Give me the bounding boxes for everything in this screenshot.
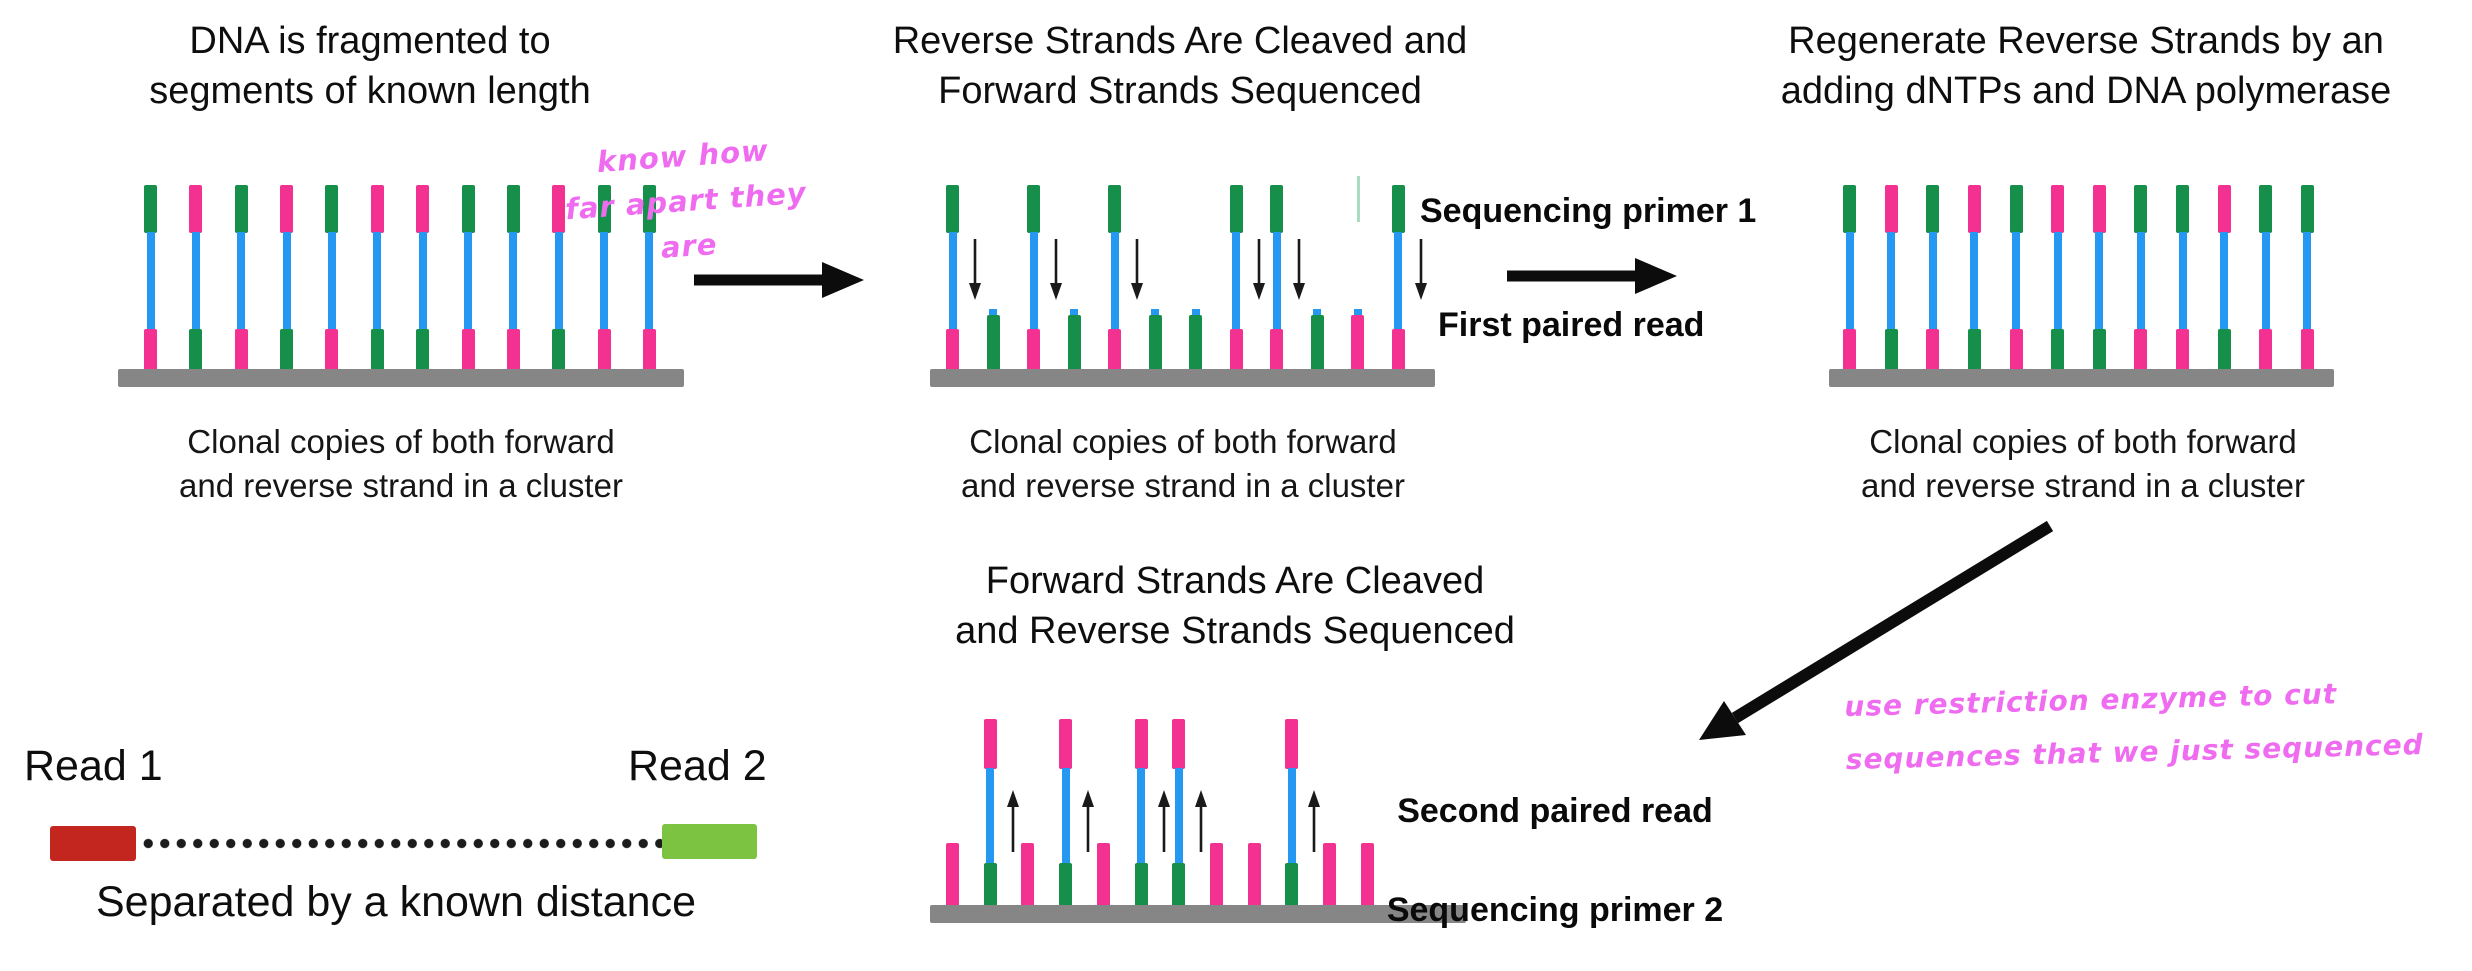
dna-strand <box>1108 185 1144 377</box>
cleaved-strand-stub <box>1247 843 1261 913</box>
cleaved-strand-stub <box>1096 843 1110 913</box>
strand-row <box>930 719 1466 913</box>
dna-strand <box>280 185 294 377</box>
arrow-right-step2-icon <box>1505 256 1680 301</box>
sequencing-direction-down-arrow-icon <box>1048 239 1064 306</box>
dna-strand <box>552 185 566 377</box>
dna-strand <box>1843 185 1856 377</box>
panel2-title: Reverse Strands Are Cleaved and Forward … <box>892 20 1468 113</box>
panel1-caption: Clonal copies of both forward and revers… <box>179 423 623 504</box>
flow-cell-surface <box>930 905 1466 923</box>
cleaved-strand-stub <box>986 309 1000 377</box>
first-paired-read-label: First paired read <box>1438 306 1705 344</box>
dna-strand <box>1059 719 1095 913</box>
dna-strand <box>461 185 475 377</box>
sequencing-direction-up-arrow-icon <box>1193 788 1209 857</box>
dna-strand <box>2176 185 2189 377</box>
sequencing-direction-down-arrow-icon <box>1129 239 1145 306</box>
cluster-panel1 <box>118 172 684 387</box>
read2-label: Read 2 <box>628 742 767 790</box>
read2-bar <box>662 824 757 859</box>
arrow-diagonal-step3-icon <box>1685 518 2070 768</box>
cluster-panel2 <box>930 172 1435 387</box>
dna-strand <box>189 185 203 377</box>
dna-strand <box>1172 719 1208 913</box>
dna-strand <box>2259 185 2273 377</box>
dna-strand <box>1270 185 1306 377</box>
dna-strand <box>642 185 656 377</box>
sequencing-direction-up-arrow-icon <box>1306 788 1322 857</box>
dna-strand <box>370 185 384 377</box>
arrow-right-step1-icon <box>692 260 867 305</box>
dna-strand <box>1229 185 1265 377</box>
handwritten-note-distance: know how far apart they are <box>564 133 808 265</box>
cluster-panel3 <box>1829 172 2334 387</box>
panel4-title: Forward Strands Are Cleaved and Reverse … <box>955 560 1515 653</box>
second-read-labels: Second paired read Sequencing primer 2 <box>1330 738 1780 971</box>
sequencing-direction-up-arrow-icon <box>1005 788 1021 857</box>
dna-strand <box>983 719 1019 913</box>
dna-strand <box>416 185 430 377</box>
cleaved-strand-stub <box>1148 309 1162 377</box>
cleaved-strand-stub <box>1021 843 1035 913</box>
dna-strand <box>1926 185 1940 377</box>
sequencing-direction-down-arrow-icon <box>967 239 983 306</box>
strand-row <box>930 185 1435 377</box>
panel3-title: Regenerate Reverse Strands by an adding … <box>1780 20 2392 113</box>
sequencing-primer-2-label: Sequencing primer 2 <box>1386 890 1724 929</box>
dna-strand <box>597 185 611 377</box>
flow-cell-surface <box>930 369 1435 387</box>
dna-strand <box>2300 185 2314 377</box>
dna-strand <box>946 185 981 377</box>
sequencing-primer-1-label: Sequencing primer 1 <box>1420 192 1757 230</box>
cluster-panel4 <box>930 703 1466 923</box>
cleaved-strand-stub <box>1210 843 1224 913</box>
dna-strand <box>1391 185 1427 377</box>
dna-strand <box>325 185 339 377</box>
strand-row <box>118 185 684 377</box>
second-paired-read-label: Second paired read <box>1397 792 1713 831</box>
cleaved-strand-stub <box>1189 309 1203 377</box>
flow-cell-surface <box>118 369 684 387</box>
dna-strand <box>2092 185 2106 377</box>
distance-caption: Separated by a known distance <box>95 878 696 926</box>
dna-strand <box>234 185 248 377</box>
dna-strand <box>2217 185 2231 377</box>
panel2-caption: Clonal copies of both forward and revers… <box>961 423 1405 504</box>
panel1-title: DNA is fragmented to segments of known l… <box>149 20 591 113</box>
sequencing-direction-down-arrow-icon <box>1251 239 1267 306</box>
insert-distance-dotted-line <box>140 837 664 850</box>
dna-strand <box>2009 185 2023 377</box>
sequencing-direction-down-arrow-icon <box>1413 239 1429 306</box>
strand-row <box>1829 185 2334 377</box>
dna-strand <box>1285 719 1321 913</box>
dna-strand <box>2051 185 2065 377</box>
dna-strand <box>1027 185 1063 377</box>
faint-strand-artifact <box>1357 176 1360 222</box>
cleaved-strand-stub <box>1360 843 1374 913</box>
cleaved-strand-stub <box>1310 309 1324 377</box>
dna-strand <box>144 185 157 377</box>
flow-cell-surface <box>1829 369 2334 387</box>
dna-strand <box>1134 719 1170 913</box>
dna-strand <box>1967 185 1981 377</box>
sequencing-direction-down-arrow-icon <box>1291 239 1307 306</box>
cleaved-strand-stub <box>1351 309 1365 377</box>
sequencing-direction-up-arrow-icon <box>1156 788 1172 857</box>
read1-label: Read 1 <box>24 742 163 790</box>
read1-bar <box>50 826 136 861</box>
panel3-caption: Clonal copies of both forward and revers… <box>1861 423 2305 504</box>
cleaved-strand-stub <box>946 843 959 913</box>
dna-strand <box>506 185 520 377</box>
cleaved-strand-stub <box>1323 843 1337 913</box>
cleaved-strand-stub <box>1067 309 1081 377</box>
sequencing-direction-up-arrow-icon <box>1080 788 1096 857</box>
dna-strand <box>2134 185 2148 377</box>
dna-strand <box>1884 185 1898 377</box>
